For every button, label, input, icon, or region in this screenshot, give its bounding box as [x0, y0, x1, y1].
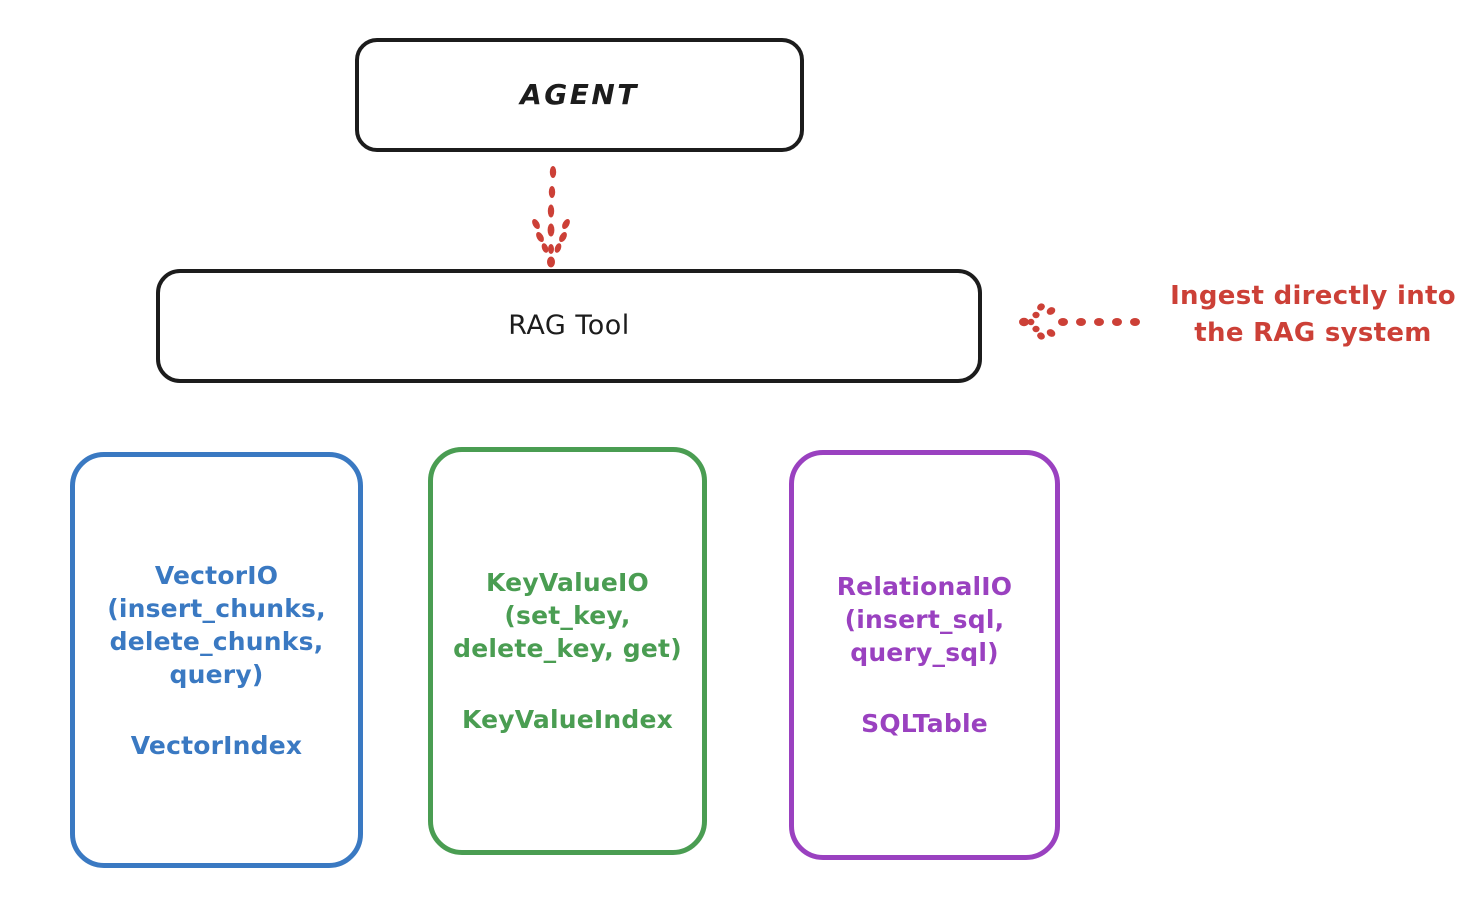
- node-agent[interactable]: AGENT: [355, 38, 804, 152]
- node-relational-io[interactable]: RelationalIO (insert_sql, query_sql) SQL…: [789, 450, 1060, 860]
- node-vector-io-index-label: VectorIndex: [130, 730, 303, 760]
- node-relational-io-index-label: SQLTable: [861, 709, 988, 738]
- node-vector-io[interactable]: VectorIO (insert_chunks, delete_chunks, …: [70, 452, 363, 868]
- annotation-ingest-text: Ingest directly into the RAG system: [1170, 281, 1456, 348]
- edge-ingest-to-rag-tool-icon: [1019, 303, 1140, 340]
- edge-agent-to-rag-tool-icon: [532, 166, 570, 268]
- node-agent-label: AGENT: [520, 77, 639, 111]
- node-key-value-io[interactable]: KeyValueIO (set_key, delete_key, get) Ke…: [428, 447, 707, 855]
- node-key-value-io-index-label: KeyValueIndex: [461, 705, 674, 734]
- node-vector-io-api-label: VectorIO (insert_chunks, delete_chunks, …: [107, 560, 326, 689]
- node-relational-io-api-label: RelationalIO (insert_sql, query_sql): [836, 572, 1013, 667]
- node-rag-tool-label: RAG Tool: [508, 310, 630, 342]
- node-rag-tool[interactable]: RAG Tool: [156, 269, 982, 383]
- node-key-value-io-api-label: KeyValueIO (set_key, delete_key, get): [453, 568, 682, 663]
